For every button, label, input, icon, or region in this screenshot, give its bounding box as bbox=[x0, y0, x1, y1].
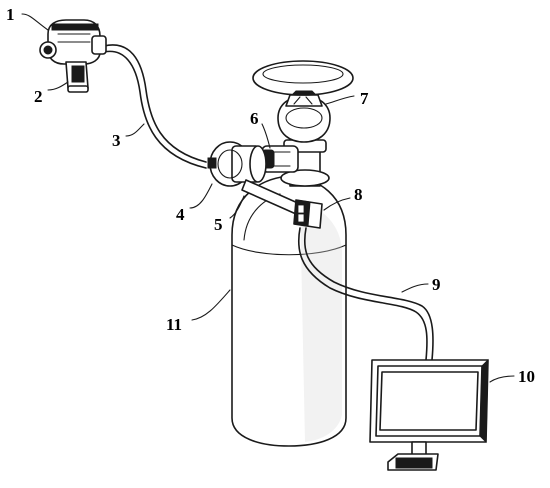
label-1: 1 bbox=[6, 5, 15, 24]
regulator bbox=[261, 145, 299, 173]
handwheel bbox=[252, 60, 354, 143]
transmitter-box bbox=[293, 199, 323, 229]
face-mask bbox=[39, 19, 107, 65]
breathing-hose bbox=[103, 44, 207, 169]
gas-cylinder bbox=[231, 175, 347, 447]
label-11: 11 bbox=[166, 315, 182, 334]
label-2: 2 bbox=[34, 87, 43, 106]
monitor bbox=[369, 358, 489, 471]
label-7: 7 bbox=[360, 89, 369, 108]
sensor-unit bbox=[207, 141, 267, 187]
label-6: 6 bbox=[250, 109, 259, 128]
label-5: 5 bbox=[214, 215, 223, 234]
label-3: 3 bbox=[112, 131, 121, 150]
label-10: 10 bbox=[518, 367, 535, 386]
leader-lines bbox=[21, 13, 515, 383]
label-8: 8 bbox=[354, 185, 363, 204]
exhalation-valve bbox=[65, 61, 89, 93]
label-4: 4 bbox=[176, 205, 185, 224]
signal-cable bbox=[297, 227, 434, 361]
label-9: 9 bbox=[432, 275, 441, 294]
reference-labels: 1 2 3 4 5 6 7 8 9 10 11 bbox=[6, 5, 535, 386]
